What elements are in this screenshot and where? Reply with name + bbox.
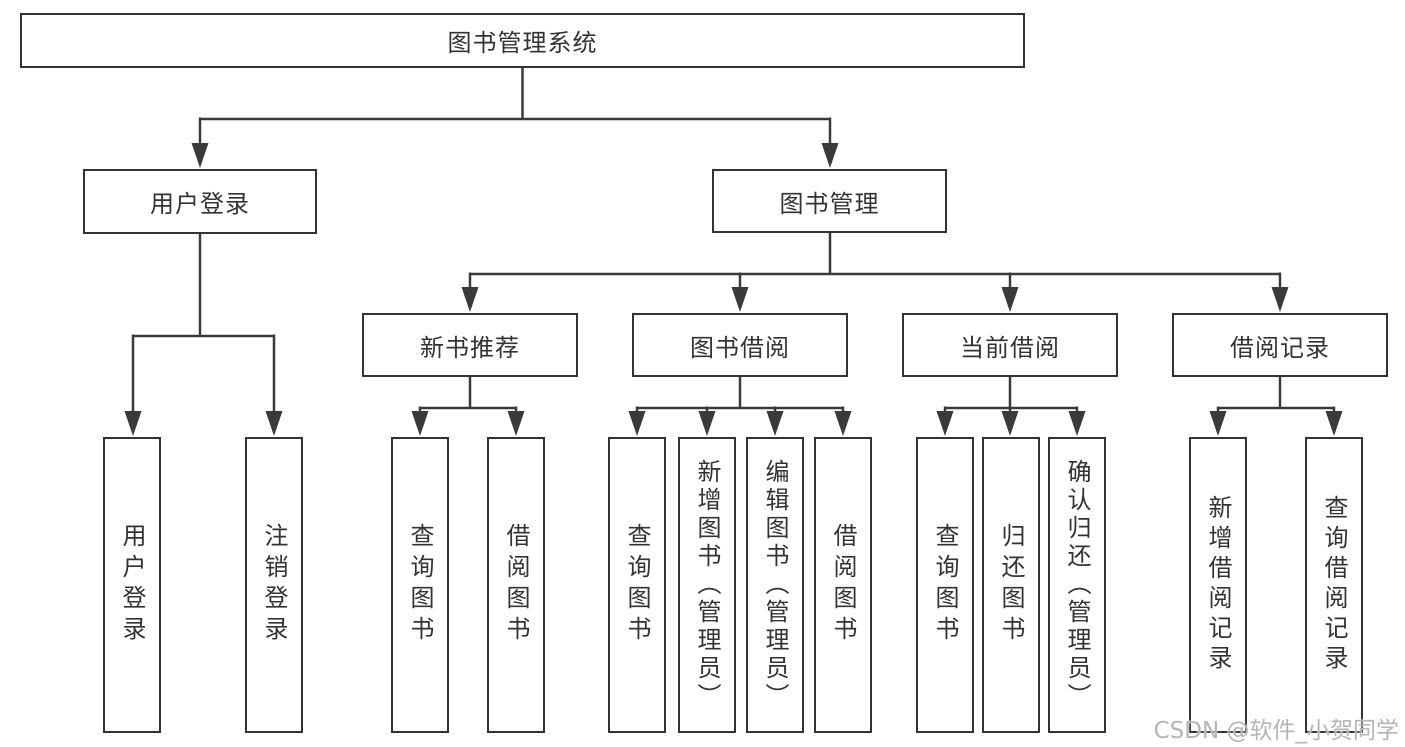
node-user-login-label: 用户登录 bbox=[150, 190, 250, 218]
leaf-add-book-admin: 新增图书（管理员） bbox=[678, 437, 736, 733]
leaf-return-book: 归还图书 bbox=[982, 437, 1040, 733]
node-borrow-records-label: 借阅记录 bbox=[1230, 333, 1330, 362]
leaf-confirm-return-admin-label: 确认归还（管理员） bbox=[1063, 459, 1091, 711]
node-borrow-records: 借阅记录 bbox=[1172, 313, 1388, 377]
node-book-borrow-label: 图书借阅 bbox=[690, 333, 790, 362]
node-book-management: 图书管理 bbox=[712, 169, 947, 233]
leaf-query-books-recommend: 查询图书 bbox=[391, 437, 449, 733]
node-book-management-label: 图书管理 bbox=[779, 189, 880, 218]
node-current-borrow: 当前借阅 bbox=[902, 313, 1118, 377]
node-new-book-recommend: 新书推荐 bbox=[362, 313, 578, 377]
leaf-query-borrow-record-label: 查询借阅记录 bbox=[1320, 495, 1348, 675]
leaf-query-books-borrow-label: 查询图书 bbox=[623, 523, 651, 647]
node-current-borrow-label: 当前借阅 bbox=[960, 333, 1060, 362]
csdn-watermark: CSDN @软件_小贺同学 bbox=[1153, 718, 1399, 744]
leaf-edit-book-admin-label: 编辑图书（管理员） bbox=[761, 459, 789, 711]
leaf-user-login-label: 用户登录 bbox=[118, 523, 146, 647]
leaf-add-borrow-record: 新增借阅记录 bbox=[1189, 437, 1247, 733]
node-new-book-recommend-label: 新书推荐 bbox=[420, 333, 520, 362]
leaf-query-borrow-record: 查询借阅记录 bbox=[1305, 437, 1363, 733]
leaf-add-book-admin-label: 新增图书（管理员） bbox=[693, 459, 721, 711]
leaf-logout-label: 注销登录 bbox=[260, 523, 288, 647]
leaf-query-books-recommend-label: 查询图书 bbox=[406, 523, 434, 647]
leaf-query-books-current: 查询图书 bbox=[916, 437, 974, 733]
leaf-borrow-books-label: 借阅图书 bbox=[829, 523, 857, 647]
leaf-query-books-borrow: 查询图书 bbox=[608, 437, 666, 733]
leaf-borrow-books: 借阅图书 bbox=[814, 437, 872, 733]
node-system-root-label: 图书管理系统 bbox=[447, 29, 598, 57]
leaf-add-borrow-record-label: 新增借阅记录 bbox=[1204, 495, 1232, 675]
leaf-borrow-books-recommend-label: 借阅图书 bbox=[502, 523, 530, 647]
leaf-return-book-label: 归还图书 bbox=[997, 523, 1025, 647]
leaf-query-books-current-label: 查询图书 bbox=[931, 523, 959, 647]
leaf-borrow-books-recommend: 借阅图书 bbox=[487, 437, 545, 733]
leaf-logout: 注销登录 bbox=[245, 437, 303, 733]
leaf-confirm-return-admin: 确认归还（管理员） bbox=[1048, 437, 1106, 733]
node-system-root: 图书管理系统 bbox=[20, 13, 1025, 68]
arrowheads bbox=[124, 143, 1343, 436]
leaf-user-login: 用户登录 bbox=[103, 437, 161, 733]
leaf-edit-book-admin: 编辑图书（管理员） bbox=[746, 437, 804, 733]
node-user-login: 用户登录 bbox=[83, 169, 317, 234]
node-book-borrow: 图书借阅 bbox=[632, 313, 848, 377]
